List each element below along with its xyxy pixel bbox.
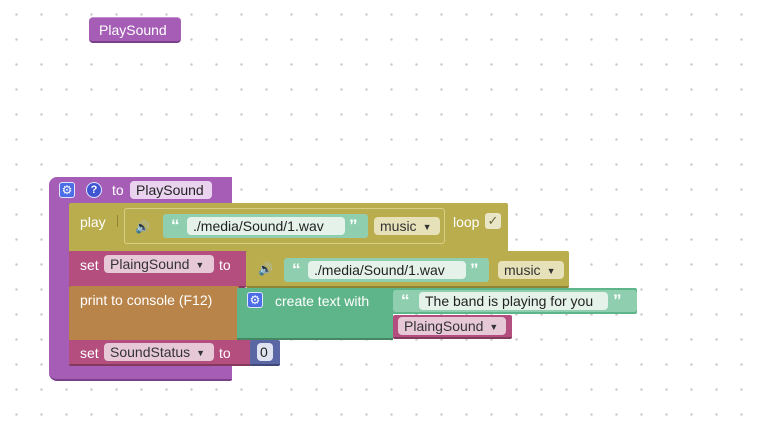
- variable-dropdown-plaingsound[interactable]: PlaingSound ▼: [398, 317, 506, 335]
- text-literal-block[interactable]: “ ./media/Sound/1.wav ”: [284, 258, 489, 282]
- chevron-down-icon: ▼: [196, 348, 206, 358]
- print-console-label: print to console (F12): [80, 292, 213, 308]
- variable-name: PlaingSound: [404, 318, 484, 334]
- gear-icon[interactable]: ⚙: [247, 292, 263, 308]
- sound-type-value: music: [504, 262, 541, 278]
- set-plaing-sound-block[interactable]: set PlaingSound ▼ to: [69, 251, 246, 288]
- speaker-icon: 🔊: [135, 220, 150, 234]
- to-label: to: [219, 345, 231, 361]
- open-quote-icon: “: [292, 260, 301, 279]
- sound-file-block[interactable]: 🔊 “ ./media/Sound/1.wav ” music ▼: [124, 208, 445, 244]
- speaker-icon: 🔊: [258, 262, 273, 276]
- play-label: play: [80, 214, 106, 230]
- set-label: set: [80, 345, 99, 361]
- close-quote-icon: ”: [613, 291, 622, 310]
- chevron-down-icon: ▼: [546, 266, 556, 276]
- chevron-down-icon: ▼: [195, 260, 205, 270]
- open-quote-icon: “: [171, 216, 180, 235]
- to-label: to: [219, 257, 231, 273]
- variable-getter-block[interactable]: PlaingSound ▼: [393, 315, 512, 339]
- procedure-call-label: PlaySound: [99, 22, 167, 38]
- sound-path-field[interactable]: ./media/Sound/1.wav: [308, 261, 466, 279]
- print-console-block[interactable]: print to console (F12): [69, 286, 239, 342]
- input-connector: [117, 215, 124, 227]
- sound-type-dropdown[interactable]: music ▼: [498, 261, 564, 279]
- create-text-label: create text with: [275, 293, 370, 309]
- variable-name: PlaingSound: [110, 256, 190, 272]
- procedure-name-field[interactable]: PlaySound: [130, 181, 212, 199]
- text-literal-block[interactable]: “ The band is playing for you ”: [393, 290, 637, 312]
- procedure-call-block[interactable]: PlaySound: [89, 17, 181, 43]
- create-text-block-body: [237, 312, 393, 340]
- loop-label: loop: [453, 214, 480, 230]
- close-quote-icon: ”: [349, 216, 358, 235]
- set-label: set: [80, 257, 99, 273]
- gear-icon[interactable]: ⚙: [59, 182, 75, 198]
- play-sound-block[interactable]: play 🔊 “ ./media/Sound/1.wav ” music ▼ lo…: [69, 203, 508, 253]
- text-literal-block[interactable]: “ ./media/Sound/1.wav ”: [163, 214, 368, 238]
- text-value-field[interactable]: The band is playing for you: [419, 292, 608, 310]
- number-block[interactable]: 0: [250, 340, 280, 366]
- procedure-to-label: to: [112, 182, 124, 198]
- sound-file-block[interactable]: 🔊 “ ./media/Sound/1.wav ” music ▼: [246, 251, 569, 288]
- sound-type-dropdown[interactable]: music ▼: [374, 217, 440, 235]
- sound-type-value: music: [380, 218, 417, 234]
- question-icon[interactable]: ?: [86, 182, 102, 198]
- chevron-down-icon: ▼: [422, 222, 432, 232]
- variable-dropdown-plaingsound[interactable]: PlaingSound ▼: [104, 255, 214, 273]
- loop-checkbox[interactable]: ✓: [485, 213, 501, 229]
- open-quote-icon: “: [401, 291, 410, 310]
- variable-dropdown-soundstatus[interactable]: SoundStatus ▼: [104, 343, 214, 361]
- sound-path-field[interactable]: ./media/Sound/1.wav: [187, 217, 345, 235]
- chevron-down-icon: ▼: [489, 322, 499, 332]
- variable-name: SoundStatus: [110, 344, 191, 360]
- set-sound-status-block[interactable]: set SoundStatus ▼ to: [69, 340, 252, 366]
- close-quote-icon: ”: [470, 260, 479, 279]
- number-value-field[interactable]: 0: [257, 343, 273, 361]
